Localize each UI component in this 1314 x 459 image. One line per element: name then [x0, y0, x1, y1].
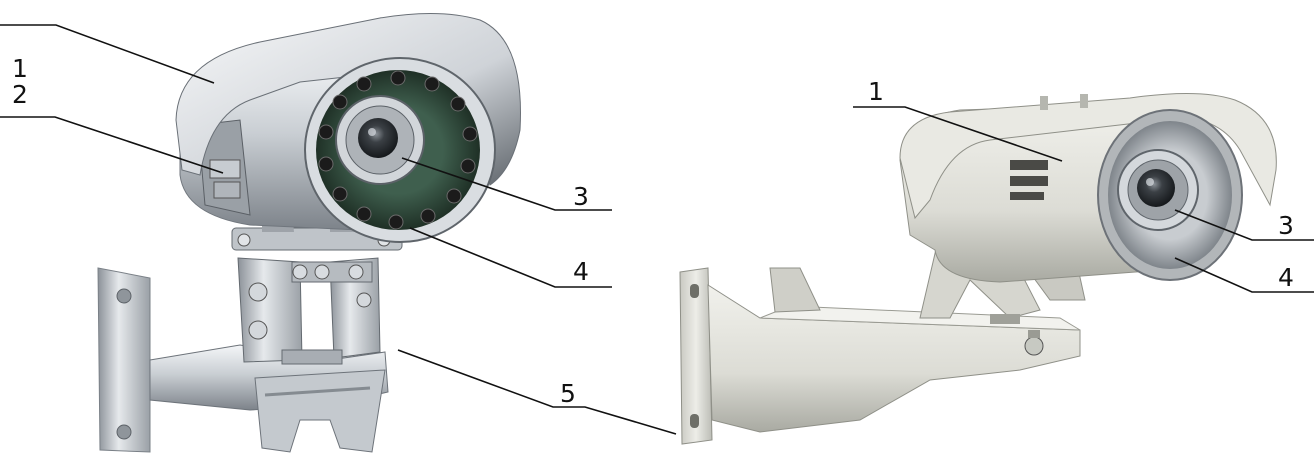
callout-right-window-ring: 4: [1278, 263, 1294, 292]
right-camera: [679, 92, 1277, 445]
callout-left-lens: 3: [573, 182, 589, 211]
left-wall-plate: [97, 267, 151, 453]
left-cable-entry: [197, 119, 251, 216]
callout-bracket: 5: [560, 379, 576, 408]
callout-right-lens: 3: [1278, 211, 1294, 240]
right-housing: [899, 92, 1277, 283]
left-ir-led-ring: [318, 70, 478, 230]
leader-lines: [0, 24, 1314, 435]
left-camera: [97, 12, 521, 453]
left-sun-hood: [175, 12, 521, 186]
callout-left-housing: 1: [12, 54, 28, 83]
right-wall-plate: [679, 267, 713, 445]
callout-labels: 1 2 3 4 5 1 3 4: [12, 54, 1294, 408]
right-sun-hood: [899, 92, 1277, 220]
left-lens: [358, 118, 398, 158]
right-lens: [1137, 169, 1175, 207]
callout-left-window-ring: 4: [573, 257, 589, 286]
callout-left-cable-entry: 2: [12, 80, 28, 109]
left-housing: [175, 12, 521, 243]
callout-right-housing: 1: [868, 77, 884, 106]
left-swivel-bracket: [237, 257, 381, 365]
